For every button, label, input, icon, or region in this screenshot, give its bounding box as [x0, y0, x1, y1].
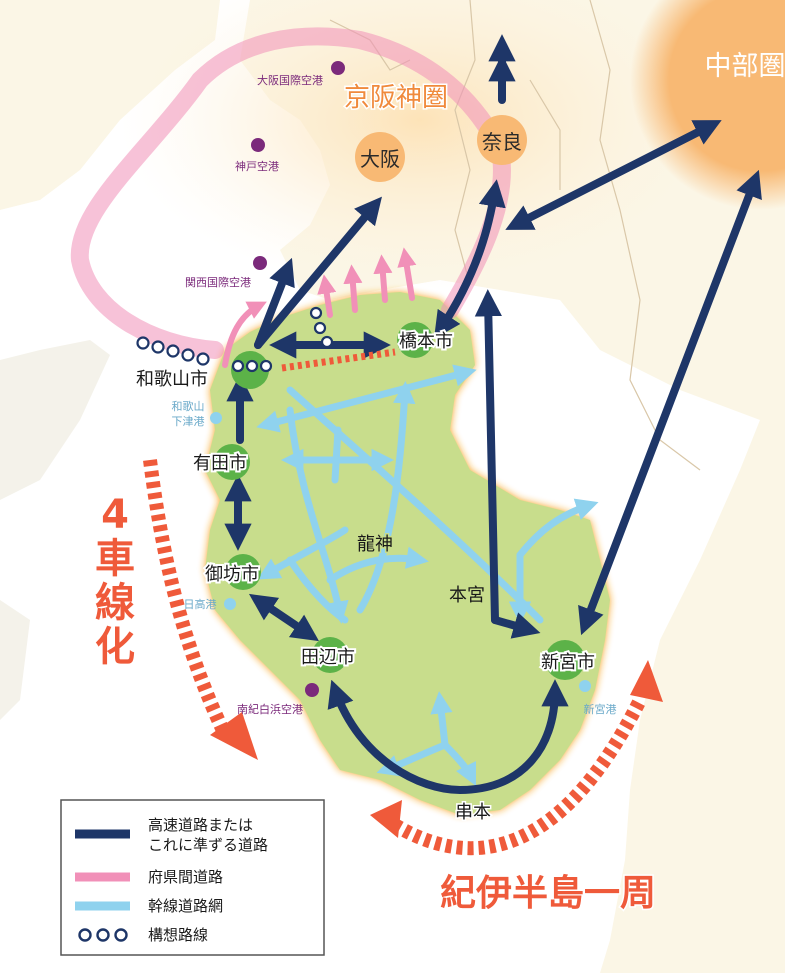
city-node-shingu: 新宮市: [539, 640, 597, 680]
city-label: 橋本市: [399, 331, 453, 352]
four-lane-char: 車: [95, 536, 135, 582]
airport-label: 関西国際空港: [185, 275, 251, 289]
airport-osaka-intl: 大阪国際空港: [257, 61, 345, 87]
port-wakayama-shimotsu: 和歌山 下津港: [172, 399, 222, 428]
city-node-arida: 有田市: [191, 444, 250, 480]
metro-node-nara: 奈良: [477, 115, 527, 165]
airport-kobe: 神戸空港: [235, 138, 279, 173]
port-label: 日高港: [184, 597, 217, 611]
four-lane-char: 化: [95, 624, 135, 670]
city-label: 新宮市: [541, 652, 595, 673]
legend-label-planned: 構想路線: [148, 926, 208, 944]
planned-route-circles: [136, 306, 334, 366]
expressways: [224, 34, 762, 795]
port-hidaka: 日高港: [184, 597, 236, 611]
port-label: 新宮港: [584, 702, 617, 716]
metro-node-label: 大阪: [360, 147, 400, 171]
legend: 高速道路または これに準ずる道路 府県間道路 幹線道路網 構想路線: [60, 799, 325, 956]
port-label: 下津港: [172, 415, 205, 428]
metro-node-label: 奈良: [482, 130, 522, 154]
four-lane-char: 線: [95, 580, 135, 626]
trunk-road-network: [256, 364, 599, 787]
four-lane-char: 4: [101, 492, 129, 538]
city-label: 和歌山市: [136, 369, 208, 390]
port-shingu: 新宮港: [579, 680, 617, 716]
kii-loop-callout: 紀伊半島一周: [440, 873, 656, 914]
city-node-gobo: 御坊市: [203, 554, 261, 590]
metro-node-osaka: 大阪: [355, 132, 405, 182]
airport-label: 大阪国際空港: [257, 73, 323, 87]
place-label-ryujin: 龍神: [357, 534, 393, 555]
airport-label: 神戸空港: [235, 159, 279, 173]
place-label-kushimoto: 串本: [455, 802, 491, 823]
airport-label: 南紀白浜空港: [237, 702, 303, 716]
city-label: 有田市: [193, 453, 247, 474]
city-label: 御坊市: [205, 564, 259, 585]
city-node-tanabe: 田辺市: [299, 637, 357, 673]
kii-loop-arrow: [370, 660, 663, 856]
city-node-wakayama: 和歌山市: [134, 351, 273, 392]
region-label-keihanshin: 京阪神圏: [344, 83, 448, 113]
airport-kansai-intl: 関西国際空港: [185, 256, 267, 289]
legend-swatch-planned: [78, 928, 128, 942]
legend-label-trunk: 幹線道路網: [148, 897, 223, 915]
place-label-hongu: 本宮: [449, 585, 485, 606]
legend-label-expressway: これに準ずる道路: [148, 836, 268, 854]
airport-nanki-shirahama: 南紀白浜空港: [237, 683, 319, 716]
legend-label-expressway: 高速道路または: [148, 816, 253, 834]
four-lane-callout: 4 車 線 化: [94, 491, 137, 672]
region-label-chubu: 中部圏: [705, 51, 785, 82]
port-label: 和歌山: [172, 399, 205, 413]
planned-section-dashed: [281, 348, 396, 372]
city-label: 田辺市: [301, 647, 355, 668]
city-node-hashimoto: 橋本市: [397, 322, 455, 358]
four-lane-arrow: [143, 459, 258, 760]
legend-label-prefectural: 府県間道路: [148, 868, 223, 886]
